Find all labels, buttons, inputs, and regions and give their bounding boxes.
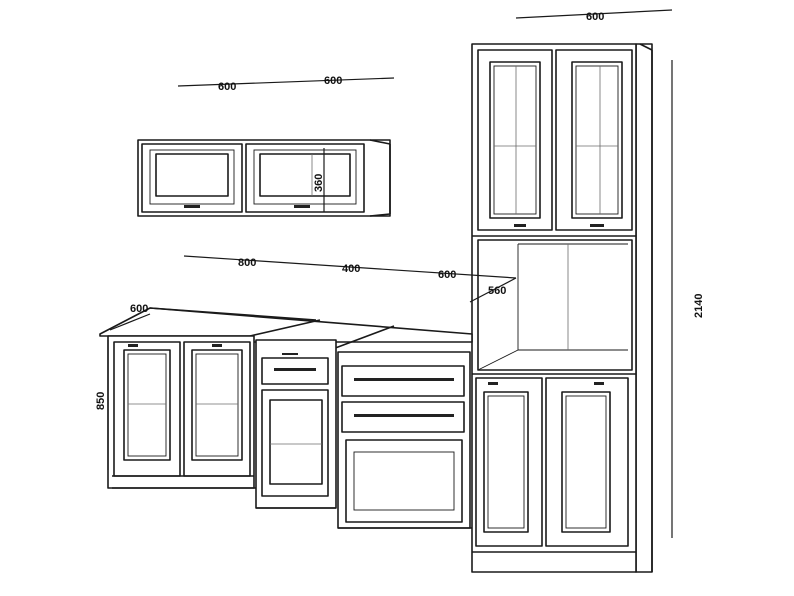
dim-tall-width: 600 [586, 11, 604, 23]
wall-cabinets [137, 139, 391, 217]
dim-base-height: 850 [95, 392, 107, 410]
dim-base-right-width: 600 [438, 269, 456, 281]
dim-wall-height: 360 [313, 174, 325, 192]
base-left-cabinet [107, 335, 255, 489]
dimension-lines [107, 9, 673, 538]
middle-door[interactable] [261, 389, 329, 497]
dim-wall-left-width: 600 [218, 81, 236, 93]
wall-left-glass [155, 153, 229, 197]
right-drawer-2[interactable] [341, 401, 465, 433]
tall-cabinet [471, 43, 653, 573]
tall-lower-right-glass [561, 391, 611, 533]
wall-right-glass [259, 153, 351, 197]
dim-base-middle-width: 400 [342, 263, 360, 275]
tall-upper-left-glass [489, 61, 541, 219]
middle-drawer[interactable] [261, 357, 329, 385]
tall-upper-right-glass [571, 61, 623, 219]
dim-base-left-width: 800 [238, 257, 256, 269]
dim-countertop-depth: 600 [130, 303, 148, 315]
dim-tall-height: 2140 [693, 294, 705, 318]
base-left-glass-2 [191, 349, 243, 461]
base-middle-cabinet [255, 339, 337, 509]
dim-wall-right-width: 600 [324, 75, 342, 87]
dimension-texts: 600 600 600 360 2140 560 800 400 600 600… [95, 11, 705, 410]
base-left-glass-1 [123, 349, 171, 461]
middle-door-glass [269, 399, 323, 485]
base-cabinets [99, 307, 473, 529]
wall-cabinet-right-door [245, 143, 365, 213]
tall-niche [477, 239, 633, 371]
dim-niche-depth: 560 [488, 285, 506, 297]
right-drawer-1[interactable] [341, 365, 465, 397]
oven-door[interactable] [345, 439, 463, 523]
wall-cabinet-left-door [141, 143, 243, 213]
tall-lower-left-glass [483, 391, 529, 533]
tall-cabinet-side [635, 43, 653, 573]
tall-cabinet-frame [471, 43, 637, 573]
